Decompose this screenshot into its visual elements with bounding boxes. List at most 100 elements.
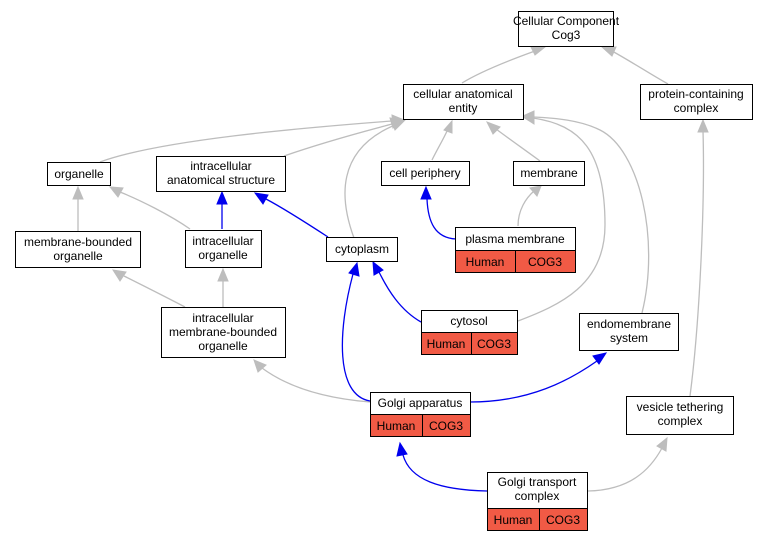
node-label-line: complex: [515, 489, 560, 503]
node-label-line: Cellular Component: [513, 14, 620, 28]
edge-golgi-to-imbo: [261, 367, 371, 403]
edge-imbo-to-mbo: [123, 275, 186, 308]
node-label-line: Golgi apparatus: [378, 396, 463, 410]
node-label-line: membrane-bounded: [169, 325, 277, 339]
node-endomembrane-system[interactable]: endomembrane system: [579, 313, 679, 351]
node-label-line: organelle: [198, 339, 248, 353]
node-label-line: membrane: [520, 166, 578, 180]
node-label-line: cell periphery: [389, 166, 460, 180]
annotation-cell-gene: [539, 508, 588, 531]
node-label-line: Cog3: [552, 28, 581, 42]
edge-cytoplasm-to-cae: [344, 124, 396, 239]
node-membrane-bounded-organelle[interactable]: membrane-bounded organelle: [15, 231, 141, 268]
node-golgi-transport-complex[interactable]: Golgi transport complex Human COG3: [487, 472, 588, 531]
edge-golgi-transport-part-of-golgi: [402, 454, 488, 492]
node-label-line: anatomical structure: [167, 173, 275, 187]
edge-arrowhead: [108, 186, 124, 198]
edge-cytosol-part-of-cytoplasm: [378, 271, 422, 323]
node-intracellular-membrane-bounded-organelle[interactable]: intracellular membrane-bounded organelle: [161, 307, 286, 358]
edge-arrowhead: [253, 359, 267, 373]
node-label-line: membrane-bounded: [24, 235, 132, 249]
node-protein-containing-complex[interactable]: protein-containing complex: [640, 84, 753, 120]
annotation-cell-gene: [422, 414, 471, 437]
annotation-gene-label: COG3: [546, 513, 580, 527]
edge-cytoplasm-part-of-ias: [265, 198, 329, 238]
edge-arrowhead: [390, 119, 407, 131]
edge-arrowhead: [72, 185, 84, 200]
node-label-line: endomembrane: [587, 317, 671, 331]
edge-plasma-membrane-to-membrane: [517, 190, 535, 227]
edge-intracellular-organelle-to-organelle: [119, 191, 191, 230]
annotation-species-label: Human: [427, 337, 466, 351]
node-membrane[interactable]: membrane: [513, 161, 585, 186]
edge-arrowhead: [529, 185, 542, 197]
node-organelle[interactable]: organelle: [47, 162, 111, 186]
edge-arrowhead: [372, 260, 384, 276]
annotation-species-label: Human: [466, 255, 505, 269]
edge-cytosol-to-cae: [517, 117, 606, 322]
node-label-line: intracellular: [192, 234, 253, 248]
edges: [72, 46, 709, 492]
annotation-cell-gene: [515, 250, 576, 273]
node-label-line: system: [610, 331, 648, 345]
node-vesicle-tethering-complex[interactable]: vesicle tethering complex: [626, 396, 734, 435]
edge-cellular-anatomical-entity-to-cellular-component: [461, 50, 536, 84]
annotation-species-label: Human: [377, 419, 416, 433]
edge-membrane-to-cae: [495, 128, 541, 162]
node-golgi-apparatus[interactable]: Golgi apparatus Human COG3: [370, 392, 471, 437]
node-plasma-membrane[interactable]: plasma membrane Human COG3: [455, 227, 576, 273]
edge-arrowhead: [600, 46, 617, 57]
node-cytoplasm[interactable]: cytoplasm: [326, 237, 398, 262]
annotation-cell-gene: [471, 332, 518, 355]
node-label-line: cytoplasm: [335, 242, 389, 256]
node-label-line: plasma membrane: [465, 232, 565, 246]
node-label-line: vesicle tethering: [637, 400, 724, 414]
node-intracellular-anatomical-structure[interactable]: intracellular anatomical structure: [156, 156, 286, 192]
node-label-line: organelle: [54, 167, 104, 181]
edge-arrowhead: [348, 261, 360, 277]
node-label-line: cytosol: [450, 314, 487, 328]
edge-protein-complex-to-cellular-component: [611, 50, 669, 85]
edge-arrowhead: [485, 121, 501, 135]
annotation-species-label: Human: [494, 513, 533, 527]
edge-arrowhead: [217, 267, 229, 282]
node-cellular-anatomical-entity[interactable]: cellular anatomical entity: [403, 84, 524, 120]
node-intracellular-organelle[interactable]: intracellular organelle: [185, 230, 262, 268]
edge-arrowhead: [592, 352, 608, 365]
edge-arrowhead: [216, 190, 228, 205]
edge-endomembrane-to-cae: [532, 116, 650, 314]
edge-arrowhead: [111, 269, 127, 282]
edge-arrowhead: [443, 119, 453, 134]
node-label-line: complex: [674, 101, 719, 115]
node-label-line: cellular anatomical: [413, 87, 512, 101]
edge-arrowhead: [530, 46, 547, 56]
node-label-line: entity: [449, 101, 478, 115]
edge-arrowhead: [697, 118, 709, 133]
edge-arrowhead: [253, 192, 269, 205]
edge-intracellular-anatomical-structure-to-cae: [283, 123, 393, 157]
annotation-gene-label: COG3: [429, 419, 463, 433]
edge-arrowhead: [521, 110, 535, 123]
edge-vesicle-tethering-to-protein-complex: [689, 130, 705, 397]
node-cellular-component[interactable]: Cellular Component Cog3: [513, 11, 620, 47]
node-cell-periphery[interactable]: cell periphery: [381, 161, 470, 186]
nodes: Cellular Component Cog3 cellular anatomi…: [15, 11, 753, 531]
node-label-line: Golgi transport: [498, 475, 577, 489]
node-cytosol[interactable]: cytosol Human COG3: [421, 310, 518, 355]
node-label-line: intracellular: [190, 159, 251, 173]
edge-organelle-to-cellular-anatomical-entity: [99, 120, 393, 163]
edge-arrowhead: [396, 441, 408, 457]
annotation-gene-label: COG3: [528, 255, 562, 269]
node-label-line: protein-containing: [648, 87, 743, 101]
node-label-line: organelle: [198, 248, 248, 262]
edge-arrowhead: [656, 436, 668, 452]
edge-golgi-part-of-cytoplasm: [341, 273, 371, 402]
edge-plasma-membrane-part-of-cell-periphery: [426, 198, 457, 240]
node-label-line: intracellular: [192, 311, 253, 325]
annotation-gene-label: COG3: [477, 337, 511, 351]
edge-cell-periphery-to-cae: [431, 128, 449, 161]
edge-golgi-transport-to-vesicle-tethering: [587, 447, 663, 492]
node-label-line: complex: [658, 414, 703, 428]
